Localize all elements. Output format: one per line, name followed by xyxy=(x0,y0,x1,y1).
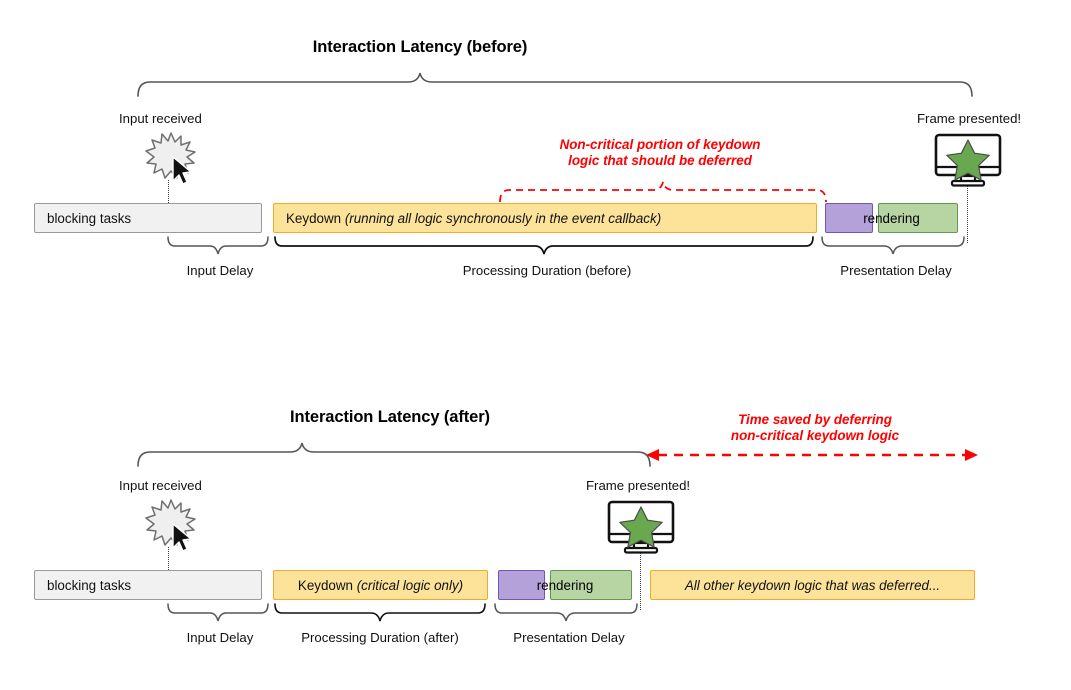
processing-duration-brace-before xyxy=(271,236,821,258)
presentation-delay-label-after: Presentation Delay xyxy=(513,630,625,645)
bar-rendering-label-after: rendering xyxy=(536,577,594,593)
latency-brace-before xyxy=(130,70,980,100)
diagram-title-after: Interaction Latency (after) xyxy=(290,408,490,426)
red-annotation-after-line1: Time saved by deferring xyxy=(738,412,892,427)
processing-duration-label-after: Processing Duration (after) xyxy=(301,630,459,645)
bar-presentation-purple-before xyxy=(825,203,873,233)
input-guide-line-after xyxy=(168,547,169,580)
monitor-icon-before xyxy=(928,133,1008,189)
bar-keydown-prefix-after: Keydown xyxy=(297,577,357,593)
frame-presented-label-after: Frame presented! xyxy=(586,478,691,493)
bar-deferred-label-after: All other keydown logic that was deferre… xyxy=(684,577,941,593)
red-annotation-line2: logic that should be deferred xyxy=(568,153,752,168)
input-delay-label-after: Input Delay xyxy=(186,630,254,645)
presentation-delay-brace-after xyxy=(491,603,647,625)
frame-guide-line-before xyxy=(967,185,968,243)
input-delay-brace-after xyxy=(164,603,276,625)
bar-rendering-label-before: rendering xyxy=(863,210,920,226)
bar-blocking-tasks-label-after: blocking tasks xyxy=(47,577,132,593)
input-received-label-after: Input received xyxy=(119,478,202,493)
bar-keydown-label-before: Keydown (running all logic synchronously… xyxy=(274,211,661,226)
bar-keydown-prefix-before: Keydown xyxy=(286,210,345,226)
red-annotation-after-line2: non-critical keydown logic xyxy=(730,428,900,443)
frame-presented-label-before: Frame presented! xyxy=(917,111,1022,126)
diagram-title-before: Interaction Latency (before) xyxy=(312,38,528,56)
bar-keydown-after: Keydown (critical logic only) xyxy=(273,570,488,600)
input-received-label-before: Input received xyxy=(119,111,202,126)
input-delay-brace-before xyxy=(164,236,276,258)
red-annotation-line1: Non-critical portion of keydown xyxy=(559,137,761,152)
processing-duration-brace-after xyxy=(271,603,495,625)
bar-keydown-italic-after: (critical logic only) xyxy=(356,577,464,593)
bar-deferred-after: All other keydown logic that was deferre… xyxy=(650,570,975,600)
bar-keydown-before: Keydown (running all logic synchronously… xyxy=(273,203,817,233)
bar-presentation-purple-after xyxy=(498,570,545,600)
bar-blocking-tasks-label-before: blocking tasks xyxy=(47,210,132,226)
input-burst-icon-after xyxy=(143,496,199,552)
presentation-delay-brace-before xyxy=(818,236,974,258)
time-saved-arrow xyxy=(644,444,980,466)
bar-rendering-green-before xyxy=(878,203,958,233)
bar-keydown-italic-before: (running all logic synchronously in the … xyxy=(344,210,662,226)
input-delay-label-before: Input Delay xyxy=(186,263,254,278)
red-annotation-before: Non-critical portion of keydown logic th… xyxy=(480,137,840,169)
processing-duration-label-before: Processing Duration (before) xyxy=(462,263,632,278)
presentation-delay-label-before: Presentation Delay xyxy=(840,263,952,278)
red-annotation-after: Time saved by deferring non-critical key… xyxy=(660,412,970,444)
input-burst-icon-before xyxy=(143,129,199,185)
bar-keydown-label-after: Keydown (critical logic only) xyxy=(274,578,487,593)
frame-guide-line-after xyxy=(640,552,641,610)
input-guide-line-before xyxy=(168,180,169,213)
monitor-icon-after xyxy=(601,500,681,556)
bar-rendering-green-after xyxy=(550,570,632,600)
bar-blocking-tasks-before: blocking tasks xyxy=(34,203,262,233)
latency-brace-after xyxy=(130,440,660,470)
bar-blocking-tasks-after: blocking tasks xyxy=(34,570,262,600)
red-dashed-brace-before xyxy=(495,178,835,204)
